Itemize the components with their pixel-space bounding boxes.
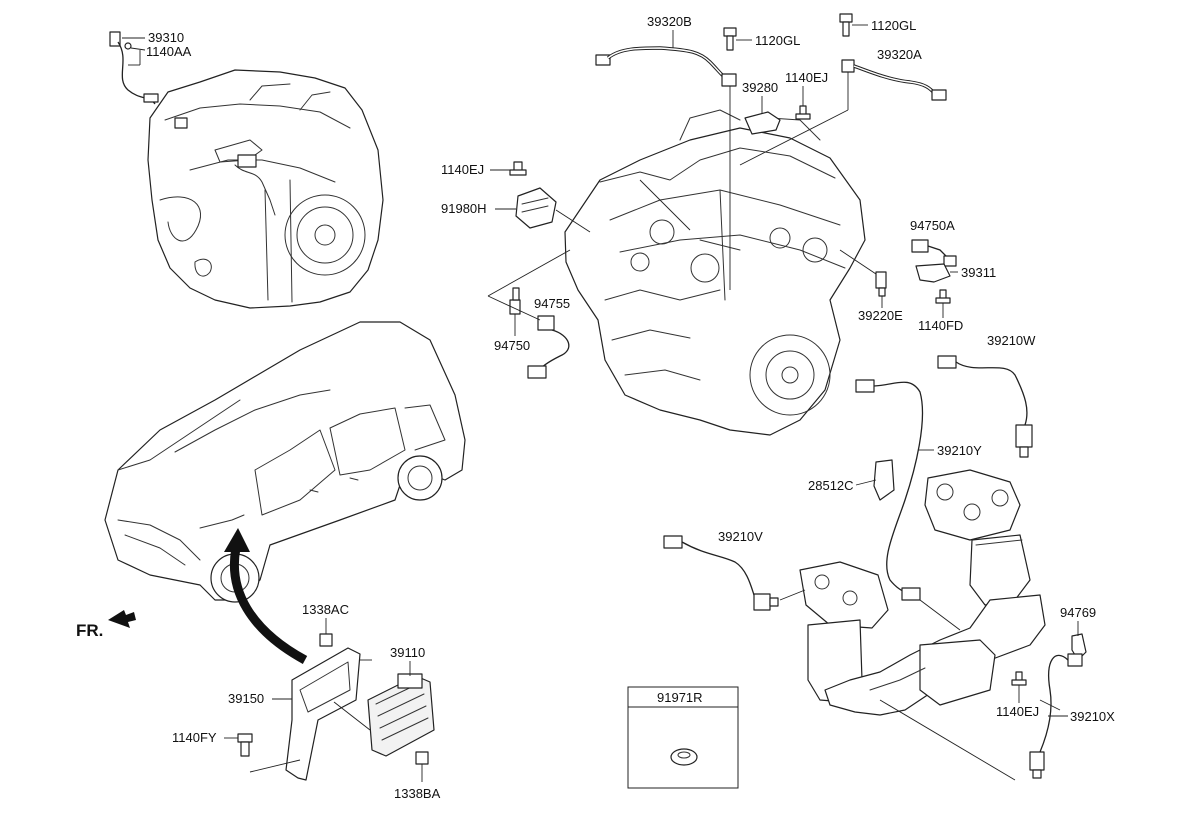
label-39320B: 39320B — [647, 14, 692, 29]
bolt-1140FY — [237, 733, 253, 757]
location-arrow — [224, 528, 308, 664]
label-1140EJ-a: 1140EJ — [441, 162, 484, 177]
knock-sensor-39320A — [841, 59, 947, 101]
bolt-1140EJ-a — [509, 161, 527, 176]
label-1338AC: 1338AC — [302, 602, 349, 617]
label-1140FD: 1140FD — [918, 318, 963, 333]
label-39280: 39280 — [742, 80, 778, 95]
cam-sensor-39311 — [915, 263, 951, 283]
speed-sensor-39310 — [109, 31, 188, 129]
vehicle-minivan — [104, 321, 466, 603]
exhaust-manifold-front — [924, 469, 1031, 606]
bolt-1120GL-a — [723, 27, 737, 51]
transmission — [147, 69, 384, 309]
bolt-1120GL-b — [839, 13, 853, 37]
nut-1338BA — [415, 751, 429, 765]
label-94750: 94750 — [494, 338, 530, 353]
nut-1338AC — [319, 633, 333, 647]
bracket-39280 — [744, 111, 781, 135]
harness-94755 — [527, 315, 570, 379]
ecu-39110 — [367, 673, 435, 757]
ecu-bracket-39150 — [285, 647, 361, 781]
connector-94750A — [911, 239, 957, 267]
label-fr: FR. — [76, 621, 103, 640]
y-pipe — [824, 594, 1046, 716]
part-box-91971R — [627, 686, 739, 789]
bracket-28512C — [873, 459, 895, 501]
label-1120GL-b: 1120GL — [871, 18, 916, 33]
o2-sensor-39210Y — [855, 379, 924, 601]
bolt-1140EJ-c — [1011, 671, 1027, 686]
bolt-1140FD — [935, 289, 951, 304]
label-39210X: 39210X — [1070, 709, 1115, 724]
label-39320A: 39320A — [877, 47, 922, 62]
label-28512C: 28512C — [808, 478, 854, 493]
label-39210W: 39210W — [987, 333, 1036, 348]
label-39220E: 39220E — [858, 308, 903, 323]
label-94755: 94755 — [534, 296, 570, 311]
o2-sensor-39210W — [937, 355, 1033, 458]
label-1140AA: 1140AA — [146, 44, 192, 59]
label-1338BA: 1338BA — [394, 786, 441, 801]
label-39210Y: 39210Y — [937, 443, 982, 458]
label-1120GL-a: 1120GL — [755, 33, 800, 48]
label-39210V: 39210V — [718, 529, 763, 544]
label-1140FY: 1140FY — [172, 730, 217, 745]
label-91980H: 91980H — [441, 201, 487, 216]
label-91971R: 91971R — [657, 690, 703, 705]
label-94750A: 94750A — [910, 218, 955, 233]
label-1140EJ-b: 1140EJ — [785, 70, 828, 85]
sensor-39220E — [875, 271, 887, 297]
o2-sensor-39210X — [1029, 653, 1083, 779]
knock-sensor-39320B — [595, 46, 737, 87]
sensor-91980H — [515, 187, 557, 229]
label-1140EJ-c: 1140EJ — [996, 704, 1039, 719]
front-direction-indicator: FR. — [76, 610, 136, 640]
engine — [564, 109, 866, 436]
bolt-1140EJ-b — [795, 105, 811, 120]
label-39311: 39311 — [961, 265, 996, 280]
label-39310: 39310 — [148, 30, 184, 45]
label-39150: 39150 — [228, 691, 264, 706]
o2-sensor-39210V — [663, 535, 779, 611]
label-94769: 94769 — [1060, 605, 1096, 620]
label-39110: 39110 — [390, 645, 425, 660]
